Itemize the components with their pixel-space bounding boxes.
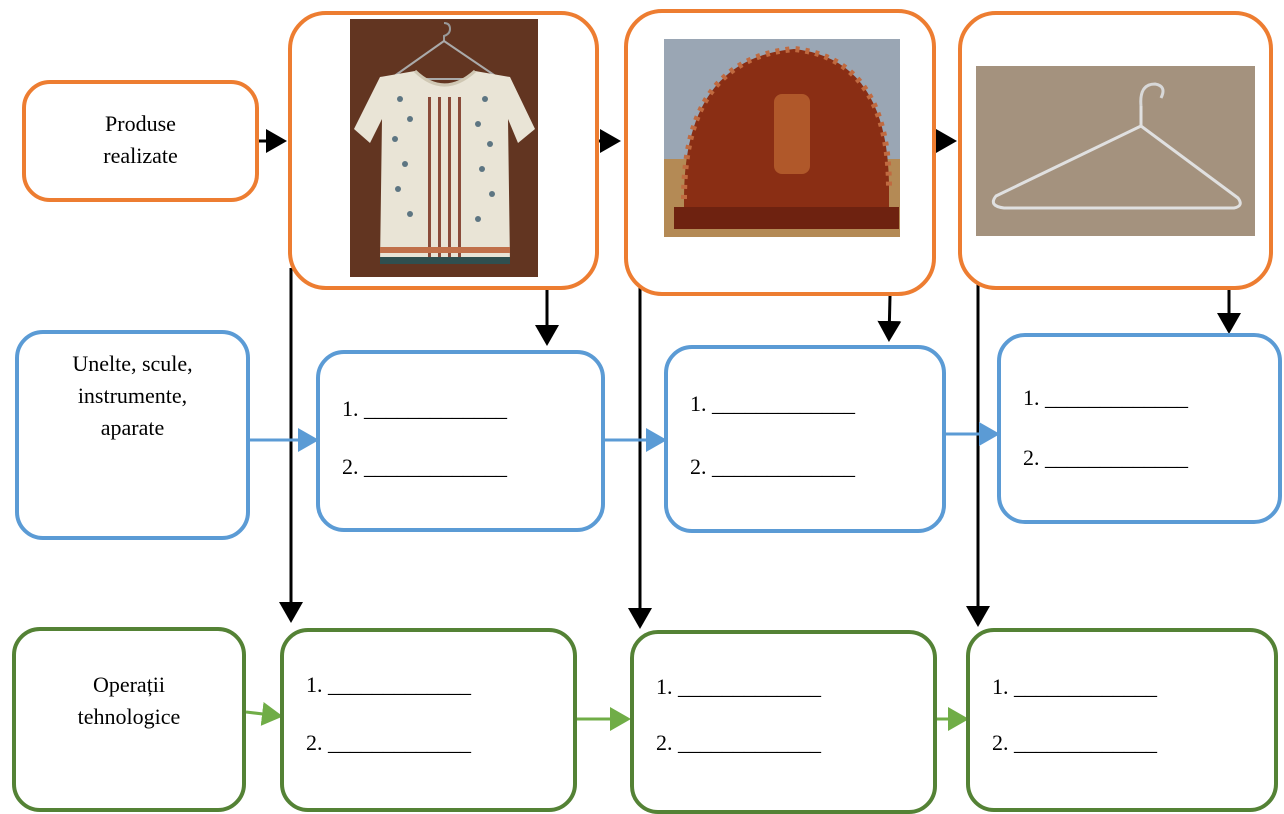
- operations-label: Operații tehnologice: [77, 672, 181, 729]
- tools-label-box: Unelte, scule, instrumente, aparate: [15, 330, 250, 540]
- ops-1-item-2[interactable]: 2. _____________: [306, 730, 471, 755]
- tools-2-item-1[interactable]: 1. _____________: [690, 391, 855, 416]
- tools-1-item-2[interactable]: 2. _____________: [342, 454, 507, 479]
- arrow-holder-to-tools: [877, 295, 902, 342]
- operations-box-3: 1. _____________ 2. _____________: [966, 628, 1278, 812]
- tools-box-2: 1. _____________ 2. _____________: [664, 345, 946, 533]
- operations-box-1: 1. _____________ 2. _____________: [280, 628, 577, 812]
- ops-2-item-1[interactable]: 1. _____________: [656, 674, 821, 699]
- hanger-image: [976, 66, 1255, 236]
- ops-3-item-1[interactable]: 1. _____________: [992, 674, 1157, 699]
- products-label: Produse realizate: [103, 111, 178, 168]
- operations-box-2: 1. _____________ 2. _____________: [630, 630, 937, 814]
- tools-box-1: 1. _____________ 2. _____________: [316, 350, 605, 532]
- product-box-hanger: [958, 11, 1273, 290]
- product-box-blouse: [288, 11, 599, 290]
- ops-1-item-1[interactable]: 1. _____________: [306, 672, 471, 697]
- arrow-ops-label-to-col1: [245, 701, 283, 726]
- napkin-holder-image: [664, 39, 900, 237]
- ops-2-item-2[interactable]: 2. _____________: [656, 730, 821, 755]
- tools-3-item-1[interactable]: 1. _____________: [1023, 385, 1188, 410]
- operations-label-box: Operații tehnologice: [12, 627, 246, 812]
- blouse-image: [350, 19, 538, 277]
- product-box-napkin-holder: [624, 9, 936, 296]
- tools-1-item-1[interactable]: 1. _____________: [342, 396, 507, 421]
- ops-3-item-2[interactable]: 2. _____________: [992, 730, 1157, 755]
- tools-box-3: 1. _____________ 2. _____________: [997, 333, 1282, 524]
- tools-2-item-2[interactable]: 2. _____________: [690, 454, 855, 479]
- tools-label: Unelte, scule, instrumente, aparate: [72, 351, 193, 440]
- products-label-box: Produse realizate: [22, 80, 259, 202]
- tools-3-item-2[interactable]: 2. _____________: [1023, 445, 1188, 470]
